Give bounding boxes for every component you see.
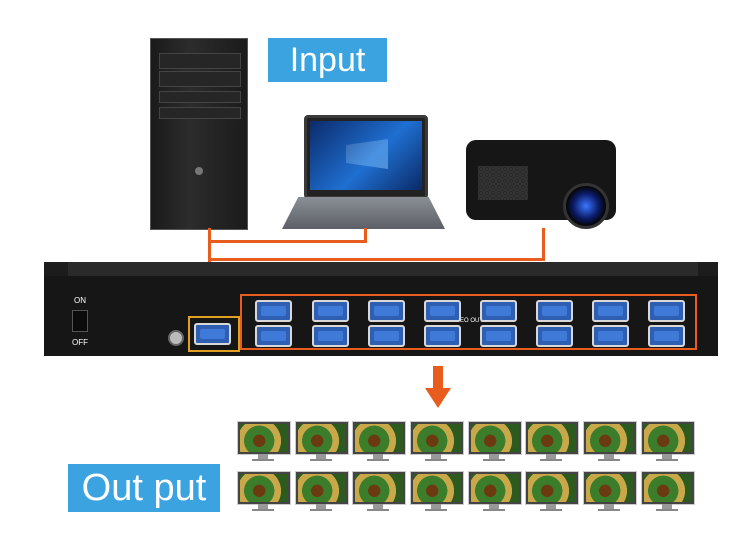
input-cable-laptop-vertical bbox=[364, 228, 367, 243]
input-cable-projector-vertical bbox=[542, 228, 545, 261]
monitor-icon bbox=[410, 421, 464, 461]
projector-icon bbox=[466, 140, 616, 229]
power-off-label: OFF bbox=[72, 338, 88, 347]
monitor-icon bbox=[641, 421, 695, 461]
monitor-icon bbox=[237, 421, 291, 461]
input-cable-laptop bbox=[208, 240, 366, 243]
monitor-icon bbox=[583, 421, 637, 461]
input-label: Input bbox=[268, 38, 387, 82]
vga-output-port bbox=[255, 325, 292, 347]
vga-output-port bbox=[312, 300, 349, 322]
output-label: Out put bbox=[68, 464, 220, 512]
monitor-icon bbox=[295, 421, 349, 461]
monitor-icon bbox=[468, 471, 522, 511]
laptop-icon bbox=[282, 115, 445, 230]
monitor-icon bbox=[525, 471, 579, 511]
monitor-icon bbox=[410, 471, 464, 511]
monitor-icon bbox=[352, 421, 406, 461]
down-arrow-icon bbox=[425, 366, 451, 408]
input-port-highlight bbox=[188, 316, 240, 352]
vga-output-port bbox=[312, 325, 349, 347]
vga-output-port bbox=[255, 300, 292, 322]
vga-output-port bbox=[368, 325, 405, 347]
monitor-icon bbox=[583, 471, 637, 511]
monitor-icon bbox=[237, 471, 291, 511]
input-cable-projector bbox=[208, 258, 544, 261]
monitor-icon bbox=[525, 421, 579, 461]
monitor-icon bbox=[468, 421, 522, 461]
splitter-top-edge bbox=[68, 262, 698, 276]
output-ports-highlight bbox=[240, 294, 697, 350]
monitor-icon bbox=[641, 471, 695, 511]
vga-output-port bbox=[648, 300, 685, 322]
vga-output-port bbox=[424, 325, 461, 347]
vga-output-port bbox=[536, 300, 573, 322]
vga-output-port bbox=[480, 300, 517, 322]
vga-output-port bbox=[592, 300, 629, 322]
power-switch bbox=[72, 310, 88, 332]
vga-output-port bbox=[592, 325, 629, 347]
vga-output-port bbox=[424, 300, 461, 322]
desktop-tower-icon bbox=[150, 38, 248, 230]
dc-jack bbox=[168, 330, 184, 346]
vga-output-port bbox=[648, 325, 685, 347]
monitor-icon bbox=[352, 471, 406, 511]
vga-input-port bbox=[194, 323, 231, 345]
monitor-icon bbox=[295, 471, 349, 511]
vga-output-port bbox=[368, 300, 405, 322]
power-on-label: ON bbox=[74, 296, 86, 305]
vga-output-port bbox=[536, 325, 573, 347]
vga-output-port bbox=[480, 325, 517, 347]
video-out-label: VIDEO OUT bbox=[450, 318, 484, 324]
